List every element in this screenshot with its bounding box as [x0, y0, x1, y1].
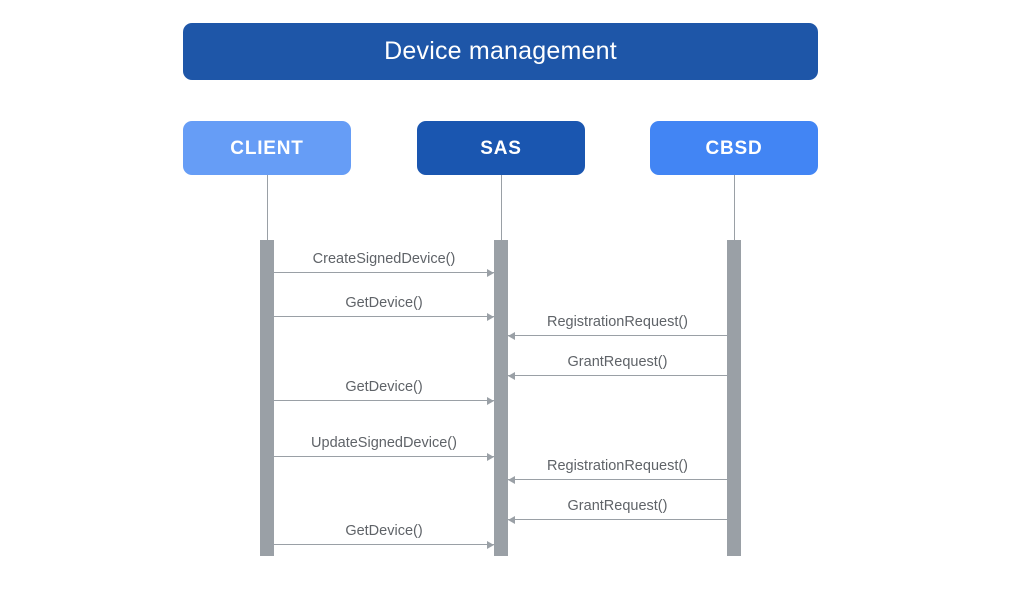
participant-label-sas: SAS [480, 137, 522, 159]
message-label-1: CreateSignedDevice() [312, 251, 456, 267]
message-label-2: GetDevice() [345, 295, 423, 311]
message-label-6: UpdateSignedDevice() [311, 435, 457, 451]
message-arrowhead-5 [487, 396, 494, 405]
message-arrowhead-1 [487, 268, 494, 277]
lifeline-sas [501, 175, 502, 240]
activation-bar-sas [494, 240, 508, 556]
message-line-8 [508, 519, 727, 520]
activation-bar-cbsd [727, 240, 741, 556]
message-line-5 [274, 400, 494, 401]
participant-box-sas[interactable]: SAS [417, 121, 585, 175]
message-arrowhead-9 [487, 540, 494, 549]
message-arrowhead-4 [508, 371, 515, 380]
message-line-4 [508, 375, 727, 376]
message-line-3 [508, 335, 727, 336]
message-label-3: RegistrationRequest() [546, 314, 689, 330]
lifeline-client [267, 175, 268, 240]
message-label-4: GrantRequest() [567, 354, 668, 370]
message-line-2 [274, 316, 494, 317]
message-line-6 [274, 456, 494, 457]
message-arrowhead-3 [508, 331, 515, 340]
message-label-7: RegistrationRequest() [546, 458, 689, 474]
message-line-9 [274, 544, 494, 545]
message-label-5: GetDevice() [345, 379, 423, 395]
message-line-7 [508, 479, 727, 480]
page-title: Device management [384, 37, 617, 65]
participant-label-client: CLIENT [230, 137, 304, 159]
message-arrowhead-8 [508, 515, 515, 524]
message-label-8: GrantRequest() [567, 498, 668, 514]
activation-bar-client [260, 240, 274, 556]
diagram-title-banner: Device management [183, 23, 818, 80]
participant-box-client[interactable]: CLIENT [183, 121, 351, 175]
message-label-9: GetDevice() [345, 523, 423, 539]
message-arrowhead-7 [508, 475, 515, 484]
message-arrowhead-2 [487, 312, 494, 321]
lifeline-cbsd [734, 175, 735, 240]
message-arrowhead-6 [487, 452, 494, 461]
participant-label-cbsd: CBSD [705, 137, 763, 159]
message-line-1 [274, 272, 494, 273]
participant-box-cbsd[interactable]: CBSD [650, 121, 818, 175]
